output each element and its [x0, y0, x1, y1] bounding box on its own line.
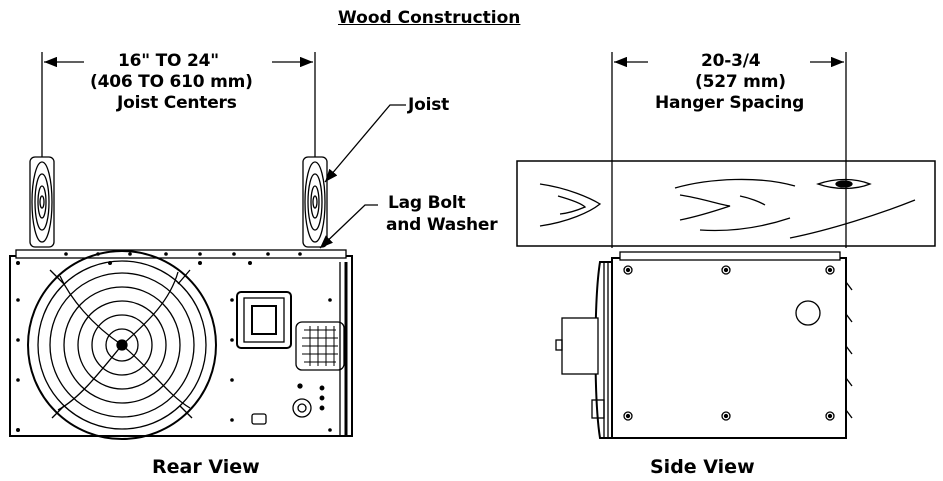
rear-control-box	[236, 291, 345, 425]
lag-bolt-label-line2: and Washer	[386, 215, 498, 235]
fan-guard	[27, 250, 217, 440]
side-dim-line1: 20-3/4	[701, 51, 761, 71]
rear-dim-line2: (406 TO 610 mm)	[90, 72, 253, 92]
side-view-caption: Side View	[650, 456, 755, 478]
lag-bolt-leader	[319, 204, 378, 249]
side-beam	[516, 160, 936, 247]
side-dim-line3: Hanger Spacing	[655, 93, 805, 113]
rear-dimension	[41, 52, 316, 160]
diagram-title: Wood Construction	[338, 8, 521, 28]
left-joist	[29, 156, 55, 248]
side-heater-body	[555, 251, 853, 439]
rear-dim-line1: 16" TO 24"	[118, 51, 219, 71]
side-dim-line2: (527 mm)	[695, 72, 786, 92]
rear-dim-line3: Joist Centers	[117, 93, 237, 113]
joist-label: Joist	[408, 95, 450, 115]
right-joist	[302, 156, 328, 248]
rear-view-caption: Rear View	[152, 456, 260, 478]
side-dimension	[611, 52, 847, 248]
lag-bolt-label-line1: Lag Bolt	[388, 193, 466, 213]
joist-leader	[324, 104, 406, 183]
